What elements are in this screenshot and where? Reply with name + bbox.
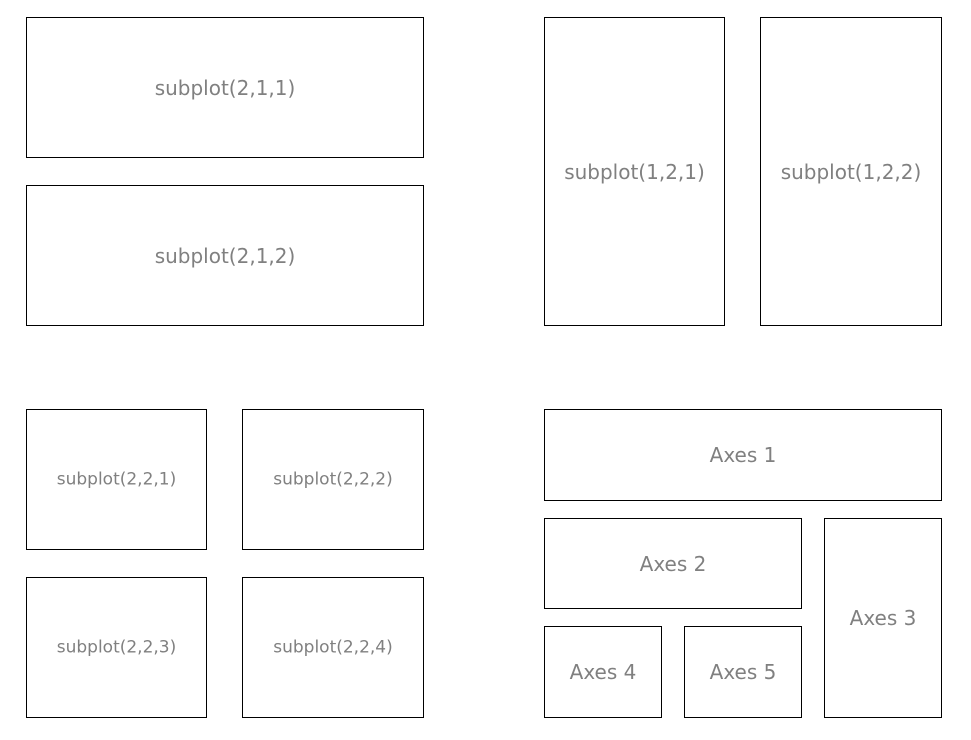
panel-subplot-2-1-2: subplot(2,1,2) [26,185,424,326]
panel-label: subplot(2,2,1) [56,469,177,489]
panel-axes-5: Axes 5 [684,626,802,718]
panel-label: Axes 2 [639,551,707,576]
panel-label: subplot(2,2,3) [56,637,177,657]
panel-label: Axes 1 [709,443,777,467]
panel-subplot-2-2-1: subplot(2,2,1) [26,409,207,550]
panel-label: Axes 3 [849,606,917,630]
panel-label: subplot(1,2,2) [780,159,922,184]
panel-subplot-1-2-1: subplot(1,2,1) [544,17,725,326]
panel-axes-4: Axes 4 [544,626,662,718]
panel-label: Axes 5 [709,660,777,684]
panel-label: subplot(2,2,2) [273,469,393,489]
panel-axes-3: Axes 3 [824,518,942,718]
panel-axes-2: Axes 2 [544,518,802,609]
panel-label: subplot(2,2,4) [273,637,393,657]
panel-subplot-1-2-2: subplot(1,2,2) [760,17,942,326]
panel-axes-1: Axes 1 [544,409,942,501]
panel-subplot-2-1-1: subplot(2,1,1) [26,17,424,158]
panel-label: subplot(2,1,2) [154,243,296,268]
panel-label: subplot(1,2,1) [564,159,705,184]
panel-subplot-2-2-3: subplot(2,2,3) [26,577,207,718]
panel-label: Axes 4 [569,660,637,684]
panel-label: subplot(2,1,1) [154,75,296,100]
panel-subplot-2-2-4: subplot(2,2,4) [242,577,424,718]
panel-subplot-2-2-2: subplot(2,2,2) [242,409,424,550]
